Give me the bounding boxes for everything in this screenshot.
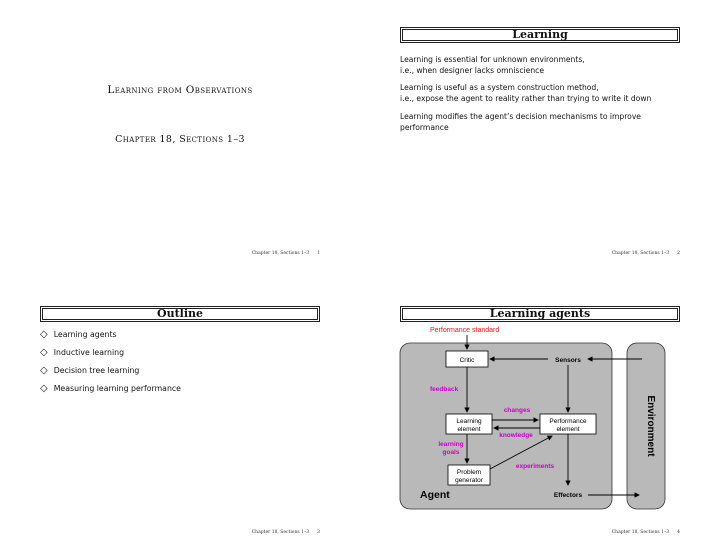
diamond-bullet-icon: ◇	[40, 383, 48, 394]
slide-title: Learning from Observations Chapter 18, S…	[0, 0, 360, 278]
slide-learning: Learning Learning is essential for unkno…	[360, 0, 720, 278]
effectors-label: Effectors	[554, 492, 583, 499]
environment-region	[626, 342, 666, 510]
problem-generator-label: Problem	[457, 469, 481, 476]
performance-element-label: Performance	[549, 418, 587, 425]
text-line: i.e., expose the agent to reality rather…	[400, 94, 652, 103]
list-item: ◇ Decision tree learning	[40, 365, 181, 383]
footer-chapter: Chapter 18, Sections 1–3	[611, 530, 670, 535]
paragraph: Learning is essential for unknown enviro…	[400, 54, 690, 76]
page-number: 2	[677, 251, 680, 256]
slide-footer: Chapter 18, Sections 1–3 1	[252, 251, 320, 256]
slide-heading: Learning agents	[400, 306, 680, 322]
page-number: 1	[317, 251, 320, 256]
performance-element-label: element	[556, 426, 579, 433]
slide-outline: Outline ◇ Learning agents ◇ Inductive lear…	[0, 279, 360, 557]
problem-generator-box	[447, 464, 491, 486]
slide-footer: Chapter 18, Sections 1–3 2	[612, 251, 680, 256]
list-item-label: Inductive learning	[53, 348, 125, 357]
footer-chapter: Chapter 18, Sections 1–3	[251, 251, 310, 256]
footer-chapter: Chapter 18, Sections 1–3	[611, 251, 670, 256]
experiments-label: experiments	[516, 463, 555, 470]
slide-heading: Outline	[40, 306, 320, 322]
diamond-bullet-icon: ◇	[40, 365, 48, 376]
problem-generator-label: generator	[455, 477, 484, 484]
learning-goals-label: learning	[438, 441, 463, 448]
learning-agent-diagram: Performance standard Critic Sensors feed…	[399, 327, 666, 510]
diamond-bullet-icon: ◇	[40, 329, 48, 340]
list-item-label: Learning agents	[53, 330, 117, 339]
text-line: i.e., when designer lacks omniscience	[400, 66, 545, 75]
learning-element-box	[445, 413, 493, 435]
feedback-label: feedback	[430, 386, 459, 393]
paragraph: Learning is useful as a system construct…	[400, 82, 690, 104]
list-item-label: Decision tree learning	[53, 366, 140, 375]
learning-goals-label: goals	[443, 449, 460, 456]
learning-element-label: Learning	[456, 418, 482, 425]
text-line: Learning modifies the agent’s decision m…	[400, 112, 641, 132]
slide-footer: Chapter 18, Sections 1–3 4	[612, 530, 680, 535]
slide-footer: Chapter 18, Sections 1–3 3	[252, 530, 320, 535]
list-item: ◇ Inductive learning	[40, 347, 181, 365]
page-number: 4	[677, 530, 680, 535]
environment-label: Environment	[645, 395, 656, 457]
paragraph: Learning modifies the agent’s decision m…	[400, 111, 690, 133]
critic-label: Critic	[460, 357, 476, 364]
sensors-label: Sensors	[555, 357, 581, 364]
page-number: 3	[317, 530, 320, 535]
text-line: Learning is useful as a system construct…	[400, 83, 599, 92]
text-line: Learning is essential for unknown enviro…	[400, 55, 585, 64]
changes-label: changes	[504, 407, 531, 414]
performance-standard-label: Performance standard	[430, 327, 499, 334]
chapter-subtitle: Chapter 18, Sections 1–3	[115, 134, 245, 145]
experiments-arrow	[489, 435, 553, 470]
learning-element-label: element	[457, 426, 480, 433]
agent-label: Agent	[420, 489, 450, 501]
list-item: ◇ Learning agents	[40, 329, 181, 347]
slide-heading: Learning	[400, 27, 680, 43]
list-item: ◇ Measuring learning performance	[40, 383, 181, 401]
knowledge-label: knowledge	[499, 432, 533, 439]
slide-learning-agents: Learning agents Performance standard Cri…	[360, 279, 720, 557]
footer-chapter: Chapter 18, Sections 1–3	[251, 530, 310, 535]
list-item-label: Measuring learning performance	[53, 384, 181, 393]
diamond-bullet-icon: ◇	[40, 347, 48, 358]
outline-list: ◇ Learning agents ◇ Inductive learning ◇ De…	[40, 329, 181, 401]
presentation-title: Learning from Observations	[107, 84, 253, 96]
